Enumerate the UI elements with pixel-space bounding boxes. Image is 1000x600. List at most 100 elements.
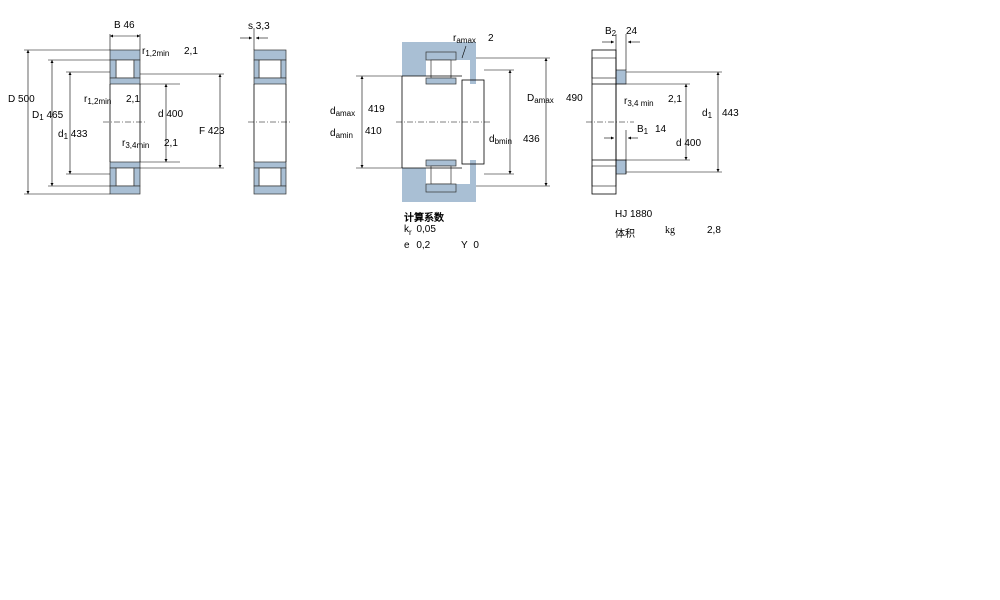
svg-text:ramax: ramax: [453, 33, 476, 45]
svg-text:d 400: d 400: [676, 138, 701, 149]
value-r34b: 2,1: [668, 94, 682, 105]
sub-r34: 3,4min: [125, 141, 149, 150]
label-D: D: [8, 94, 15, 105]
label-dami: d: [330, 128, 336, 139]
calc-title: 计算系数: [404, 213, 444, 224]
svg-text:r3,4 min: r3,4 min: [624, 96, 654, 108]
value-ra: 2: [488, 33, 494, 44]
sub-Dam: amax: [534, 96, 554, 105]
value-dami: 410: [365, 126, 382, 137]
calc-kr-label: k: [404, 224, 409, 235]
sub-D1: 1: [39, 113, 44, 122]
rib-top-right: [133, 59, 141, 79]
calc-y-value: 0: [473, 240, 479, 251]
rib-bottom-left: [109, 167, 117, 187]
label-B1: B: [637, 124, 644, 135]
label-D1: D: [32, 110, 39, 121]
hj-volume-value: 2,8: [707, 225, 721, 236]
label-r34: r: [122, 138, 126, 149]
label-B2: B: [605, 26, 612, 37]
value-r12b: 2,1: [126, 94, 140, 105]
sub-dbm: bmin: [495, 137, 512, 146]
roller-bottom: [115, 167, 135, 187]
rib-top-left: [109, 59, 117, 79]
value-r34: 2,1: [164, 138, 178, 149]
label-r12: r: [142, 46, 146, 57]
svg-text:dbmin: dbmin: [489, 134, 512, 146]
value-D1: 465: [46, 110, 63, 121]
calc-e-row: e 0,2 Y 0: [404, 240, 479, 251]
value-hd1: 443: [722, 108, 739, 119]
sub-d1: 1: [64, 132, 69, 141]
value-B2: 24: [626, 26, 638, 37]
sub-dama: amax: [336, 109, 356, 118]
rib-bottom-right: [133, 167, 141, 187]
bearing-side-view: s 3,3: [240, 21, 292, 195]
value-dama: 419: [368, 104, 385, 115]
sub-r12: 1,2min: [145, 49, 169, 58]
svg-text:B2: B2: [605, 26, 617, 38]
svg-text:damax: damax: [330, 106, 355, 118]
value-dbm: 436: [523, 134, 540, 145]
sub-dami: amin: [336, 131, 353, 140]
svg-text:D 500: D 500: [8, 94, 35, 105]
svg-text:d 400: d 400: [158, 109, 183, 120]
label-B: B: [114, 20, 121, 31]
calc-kr-sub: r: [409, 228, 412, 237]
value-B1: 14: [655, 124, 667, 135]
hj-volume-label: 体积: [615, 229, 635, 240]
svg-text:D1 465: D1 465: [32, 110, 64, 122]
label-r34b: r: [624, 96, 628, 107]
value-Dam: 490: [566, 93, 583, 104]
label-ra: r: [453, 33, 457, 44]
label-hd: d: [676, 138, 682, 149]
outer-ring-bottom: [109, 185, 141, 195]
svg-text:F 423: F 423: [199, 126, 225, 137]
svg-text:B 46: B 46: [114, 20, 135, 31]
outer-ring-top: [109, 49, 141, 61]
svg-text:damin: damin: [330, 128, 353, 140]
svg-text:r3,4min: r3,4min: [122, 138, 149, 150]
svg-text:s 3,3: s 3,3: [248, 21, 270, 32]
label-dama: d: [330, 106, 336, 117]
label-F: F: [199, 126, 205, 137]
sub-r12b: 1,2min: [87, 97, 111, 106]
label-Dam: D: [527, 93, 534, 104]
mounting-view: ramax 2 damax 419 damin 410 Damax 490 db…: [330, 33, 583, 202]
inner-ring-top: [109, 77, 141, 85]
label-dbm: d: [489, 134, 495, 145]
label-d1: d: [58, 129, 64, 140]
label-r12b: r: [84, 94, 88, 105]
sub-r34b: 3,4 min: [627, 99, 653, 108]
svg-text:r1,2min: r1,2min: [84, 94, 111, 106]
hj-volume-unit: kg: [665, 225, 675, 236]
value-D: 500: [18, 94, 35, 105]
value-r12: 2,1: [184, 46, 198, 57]
hj-ring-view: B2 24 r3,4 min 2,1 B1 14 d 400 d1 443: [586, 26, 739, 195]
value-d1: 433: [71, 129, 88, 140]
value-s: 3,3: [256, 21, 270, 32]
calc-kr-row: kr 0,05: [404, 224, 436, 237]
inner-ring-bottom: [109, 161, 141, 169]
hj-name: HJ 1880: [615, 209, 653, 220]
svg-text:d1: d1: [702, 108, 713, 120]
hj-volume-row: 体积 kg 2,8: [615, 225, 725, 240]
calc-e-label: e: [404, 240, 410, 251]
value-B: 46: [123, 20, 135, 31]
label-d: d: [158, 109, 164, 120]
calc-kr-value: 0,05: [416, 224, 436, 235]
roller-top: [115, 59, 135, 79]
sub-ra: amax: [456, 36, 476, 45]
value-d: 400: [166, 109, 183, 120]
value-hd: 400: [684, 138, 701, 149]
sub-B2: 2: [612, 29, 617, 38]
svg-text:d1 433: d1 433: [58, 129, 88, 141]
label-hd1: d: [702, 108, 708, 119]
sub-hd1: 1: [708, 111, 713, 120]
value-F: 423: [208, 126, 225, 137]
svg-text:r1,2min: r1,2min: [142, 46, 169, 58]
calc-e-value: 0,2: [416, 240, 431, 251]
bearing-section-view: B 46 r1,2min 2,1 r1,2min 2,1 r3,4min 2,1…: [8, 20, 225, 195]
svg-text:B1: B1: [637, 124, 649, 136]
